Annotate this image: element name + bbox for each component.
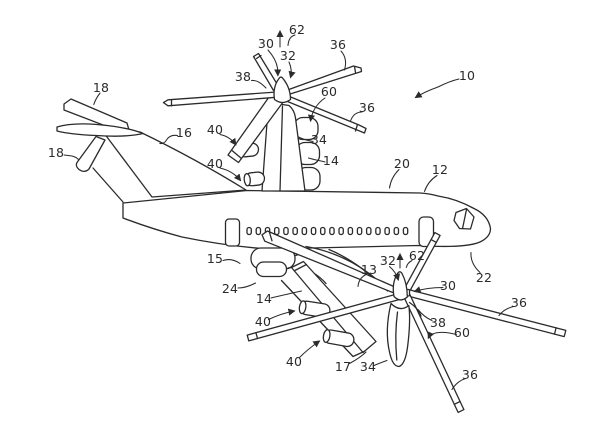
top-rotor-blade-left xyxy=(162,91,279,107)
arrow-40-bottom-2 xyxy=(298,340,321,359)
leader-38-top xyxy=(250,79,267,89)
leader-12 xyxy=(423,174,438,193)
tail-boom-lower-edge xyxy=(92,167,124,203)
blade-tip-cap xyxy=(268,231,273,242)
lower-nacelle-2 xyxy=(322,329,355,348)
top-nacelle-2 xyxy=(243,171,266,187)
leader-15 xyxy=(222,259,241,265)
leader-20 xyxy=(388,168,400,189)
blade-tip-cap xyxy=(231,149,243,160)
leader-36-right xyxy=(498,305,515,317)
forward-door xyxy=(418,216,435,248)
leader-34-bottom xyxy=(373,359,388,367)
bottom-rotor-blade-right xyxy=(407,289,567,338)
leader-14-bottom xyxy=(270,290,303,299)
middle-stabilizer xyxy=(56,123,144,137)
fuselage xyxy=(122,189,492,250)
blade-root-inner-line xyxy=(395,311,399,361)
arrow-40-bottom-1 xyxy=(267,308,296,321)
top-rotor-blade-upright xyxy=(286,65,363,96)
lower-wing-root-rib xyxy=(294,263,308,272)
leader-24 xyxy=(237,282,257,289)
leader-18-lower xyxy=(63,154,80,161)
arrow-10 xyxy=(414,78,460,99)
leader-38-bottom xyxy=(417,308,433,322)
leader-62-top xyxy=(287,34,296,47)
leader-17 xyxy=(348,351,367,365)
vertical-fin xyxy=(100,128,247,198)
bottom-rotor-assembly xyxy=(246,230,567,414)
flow-arrow-60-bottom xyxy=(427,331,458,340)
blade-tip-cap xyxy=(255,332,259,340)
aft-door xyxy=(224,218,241,247)
top-rotor-assembly xyxy=(162,52,367,192)
sponson-lower-pod xyxy=(255,261,288,278)
leader-36-bottom-right xyxy=(451,377,467,391)
arrow-30-bottom xyxy=(413,286,444,294)
blade-tip-cap xyxy=(553,327,557,335)
arrow-40-top-2 xyxy=(219,167,242,182)
leader-18-upper xyxy=(93,92,101,106)
leader-36-mid-right xyxy=(349,111,363,122)
bottom-rotor-spinner xyxy=(392,271,408,301)
leader-22 xyxy=(470,251,481,274)
bottom-rotor-blade-downright xyxy=(403,293,465,414)
lower-wing-assembly xyxy=(250,245,389,358)
arrow-30-top xyxy=(267,49,282,77)
blade-tip-cap xyxy=(354,123,359,132)
leader-62-bottom xyxy=(405,259,413,269)
leader-lines xyxy=(63,34,515,391)
leader-13 xyxy=(357,273,367,288)
direction-arrows xyxy=(219,29,460,359)
leader-16 xyxy=(159,134,179,145)
arrow-32-top xyxy=(288,61,296,79)
top-pylon-inner-line xyxy=(279,105,284,192)
arrow-32-bottom xyxy=(388,265,401,282)
hub-fairing-line xyxy=(408,301,422,317)
tail-assembly xyxy=(56,98,247,203)
lower-wing xyxy=(290,260,377,354)
leader-36-top-right xyxy=(340,50,346,71)
blade-tip-cap xyxy=(430,238,437,244)
lower-nacelle-1 xyxy=(298,300,331,318)
blade-tip-cap xyxy=(255,54,262,60)
blade-tip-cap xyxy=(353,65,357,74)
leader-34-top xyxy=(297,136,314,143)
flow-arrow-60-top xyxy=(307,97,326,123)
blade-tip-cap xyxy=(453,400,461,405)
top-rotor-spinner xyxy=(273,76,292,104)
bottom-rotor-blade-root xyxy=(386,302,411,368)
arrow-40-top-1 xyxy=(219,133,237,146)
fuselage-outline xyxy=(122,189,492,250)
leader-14-top xyxy=(307,157,326,163)
lower-stabilizer xyxy=(75,135,106,173)
windshield-divider xyxy=(461,208,468,230)
